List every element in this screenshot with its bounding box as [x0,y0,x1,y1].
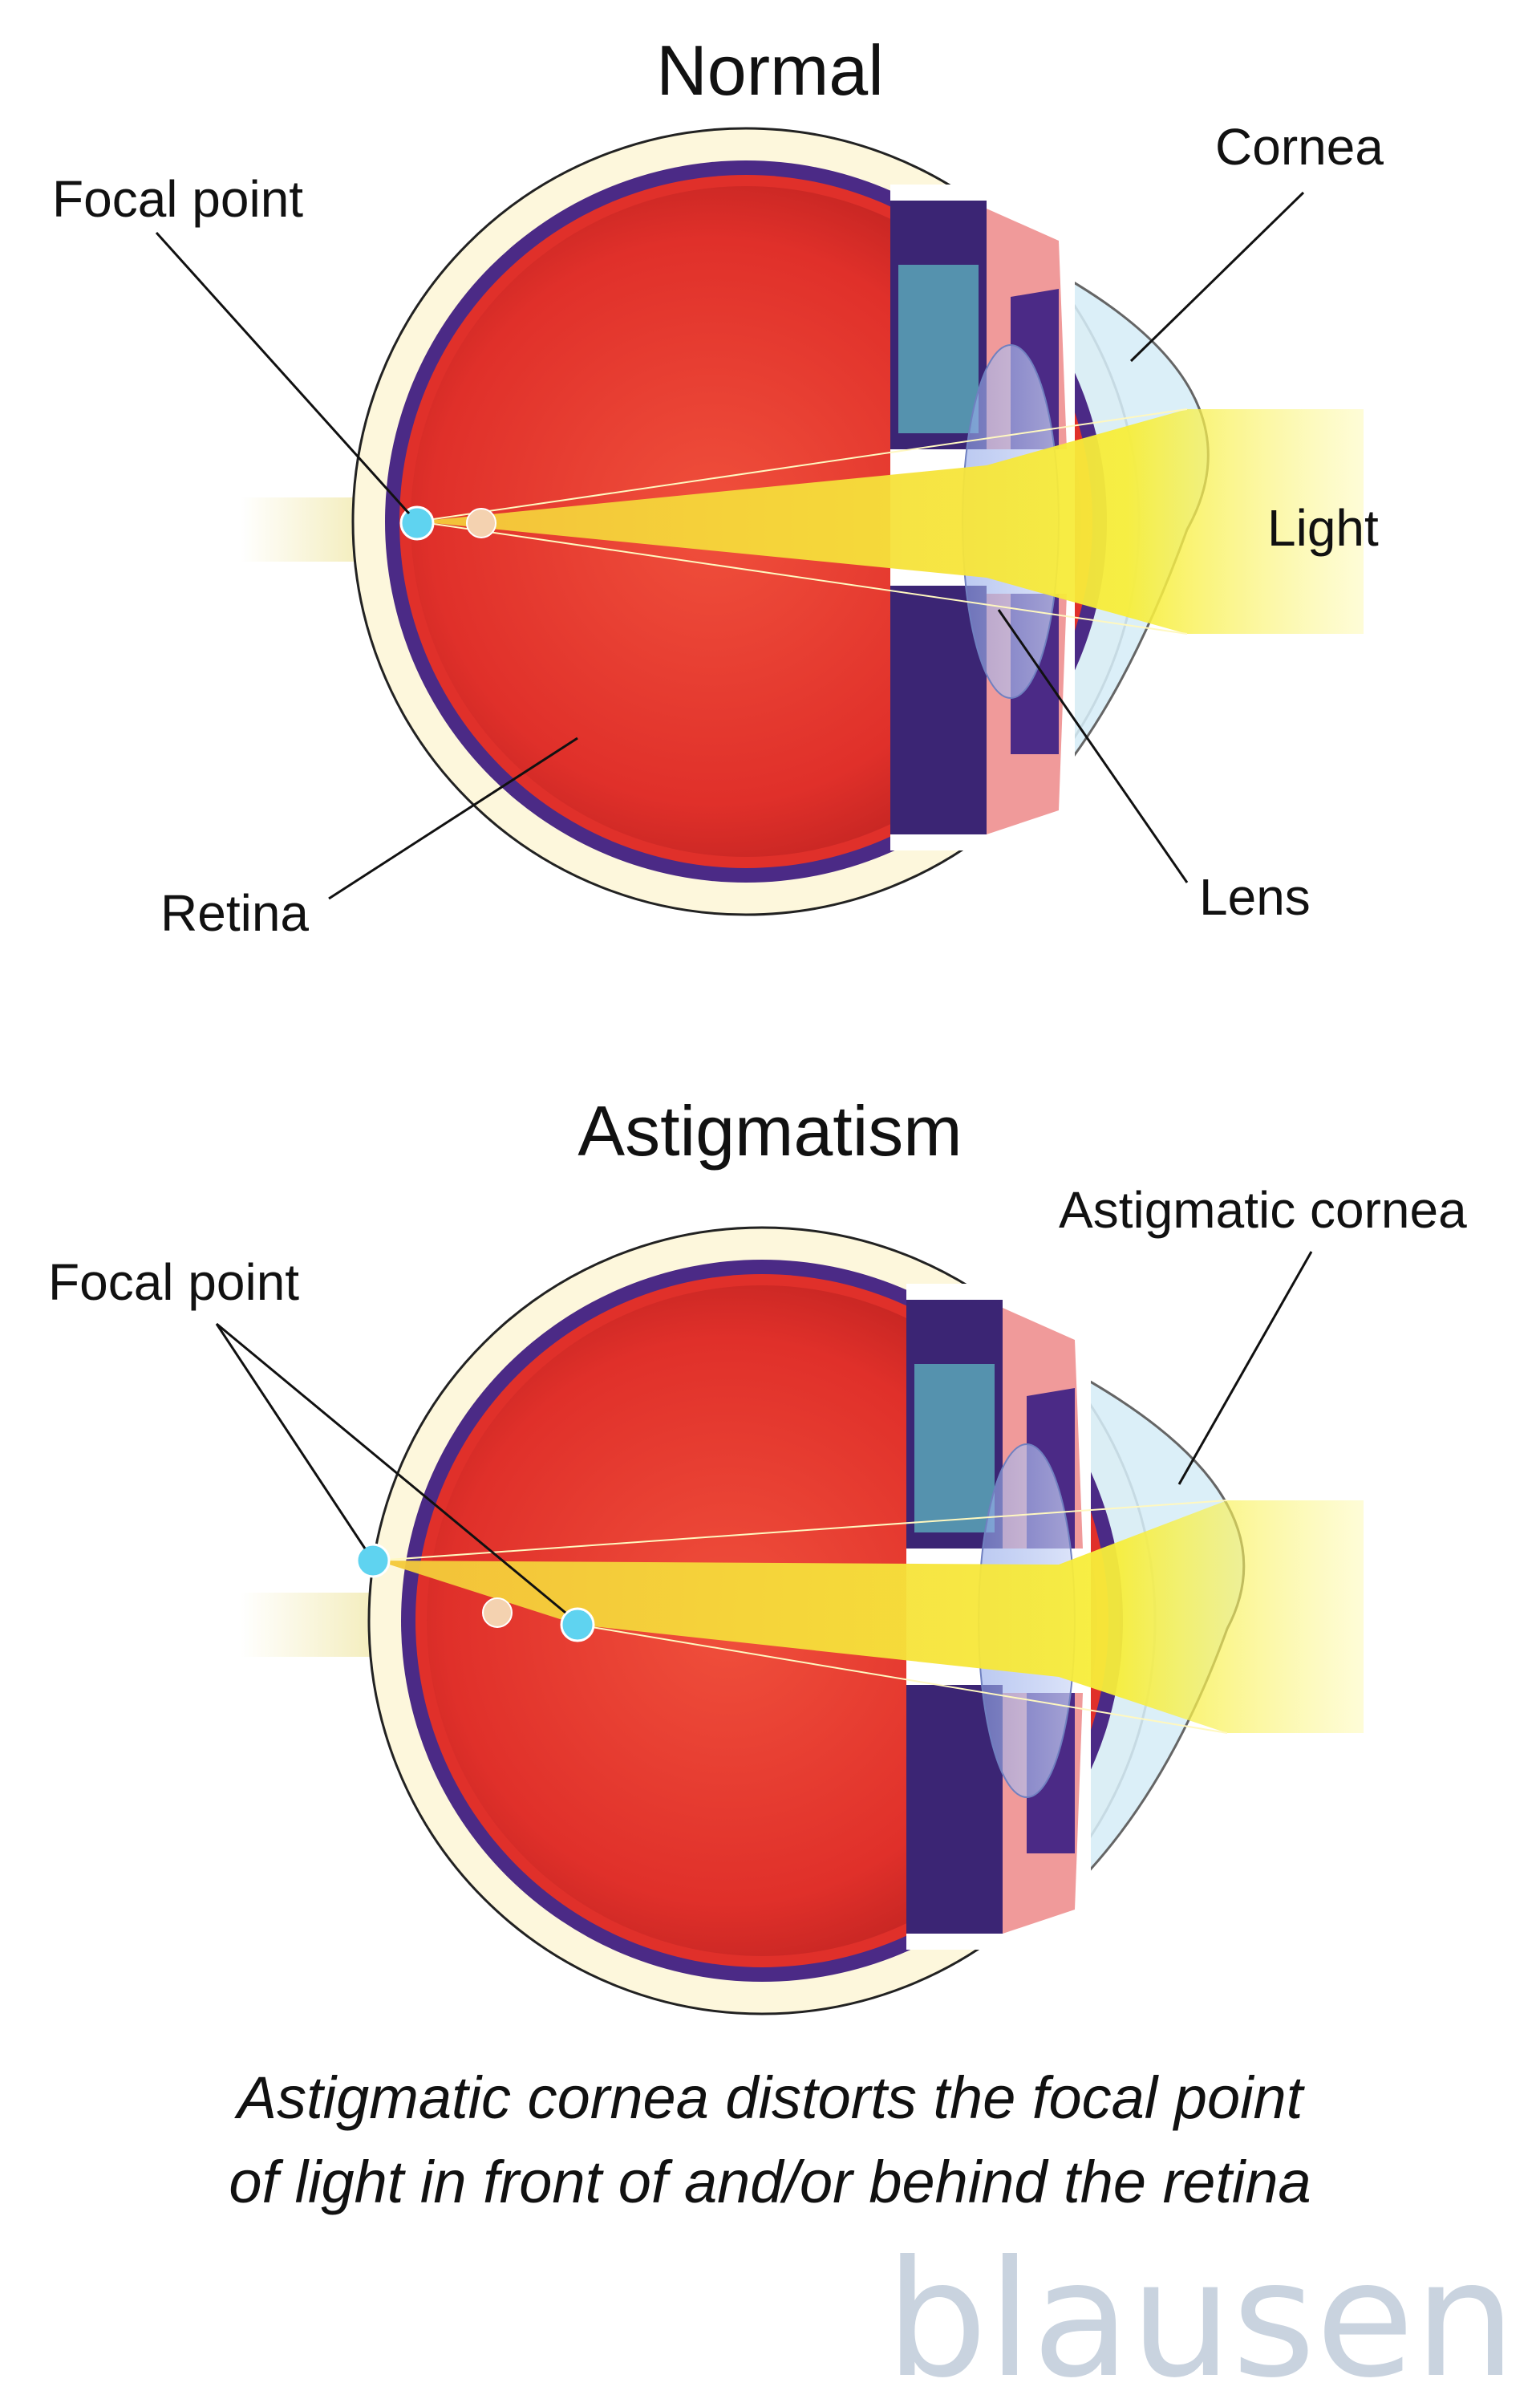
leader-focal-point-2a [215,1323,367,1549]
light-beam-2 [377,1500,1364,1733]
optic-disc [466,508,496,538]
ciliary-body-bottom [890,586,987,834]
beam-edge-top [416,408,1188,522]
label-cornea: Cornea [1215,118,1384,176]
focal-point-marker [399,505,435,541]
optic-disc-2 [482,1597,513,1628]
ciliary-body-bottom-2 [906,1685,1003,1934]
normal-eye-diagram: Normal Focal point Cornea [52,30,1384,942]
leader-astigmatic-cornea [1177,1251,1313,1485]
leader-focal-point-2b [216,1322,566,1614]
caption: Astigmatic cornea distorts the focal poi… [229,2064,1311,2215]
optic-nerve-2 [241,1593,385,1657]
beam-edge-a [376,1500,1228,1561]
label-focal-point: Focal point [52,170,303,228]
astigmatism-eye-diagram: Astigmatism Focal point Astigmatic corne… [48,1091,1467,2015]
focal-point-marker-front [560,1607,595,1642]
ciliary-muscle-top [898,265,979,433]
caption-line-1: Astigmatic cornea distorts the focal poi… [234,2064,1306,2131]
optic-nerve [241,497,369,562]
focal-point-marker-behind [355,1543,391,1578]
label-retina: Retina [160,884,309,942]
normal-title: Normal [656,30,884,110]
label-lens: Lens [1199,868,1311,926]
caption-line-2: of light in front of and/or behind the r… [229,2149,1311,2215]
leader-retina [328,737,578,900]
leader-lens [997,609,1189,883]
beam-edge-b [577,1624,1228,1734]
leader-cornea [1129,191,1305,363]
leader-focal-point [155,231,411,515]
light-beam [417,409,1364,634]
label-light: Light [1267,499,1379,557]
label-astigmatic-cornea: Astigmatic cornea [1059,1181,1467,1239]
ciliary-muscle-top-2 [914,1364,995,1532]
label-focal-point-2: Focal point [48,1253,299,1311]
astigmatism-title: Astigmatism [578,1091,962,1171]
beam-edge-bottom [416,521,1188,635]
blausen-logo: blausen [886,2226,1516,2407]
